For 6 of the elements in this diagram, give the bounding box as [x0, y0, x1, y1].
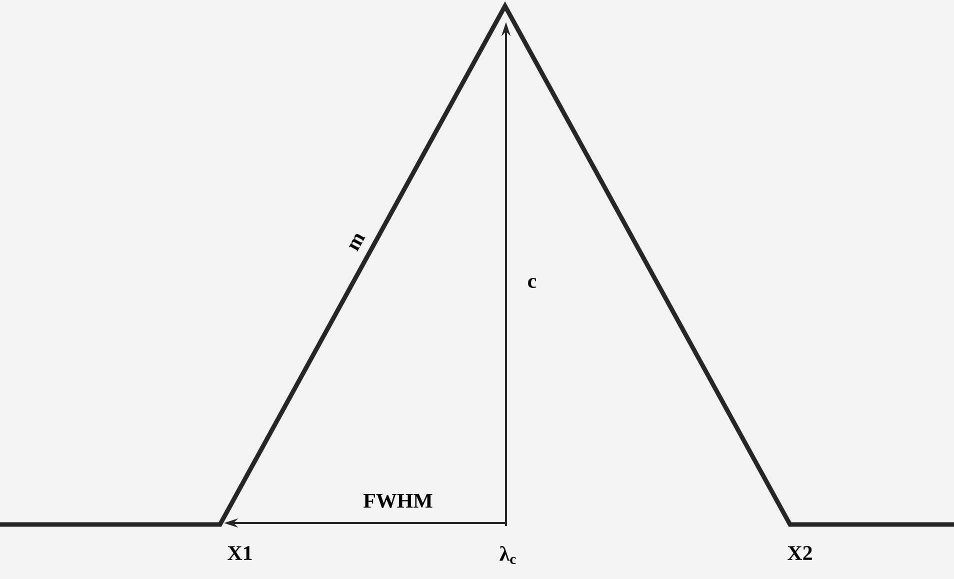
point-label: X1 [228, 546, 252, 560]
height-label: c [528, 278, 536, 288]
point-label: λ$_{c}$ [500, 546, 516, 564]
width-label: FWHM [364, 494, 432, 508]
point-label: X2 [788, 546, 812, 560]
side-label: m [348, 234, 366, 252]
